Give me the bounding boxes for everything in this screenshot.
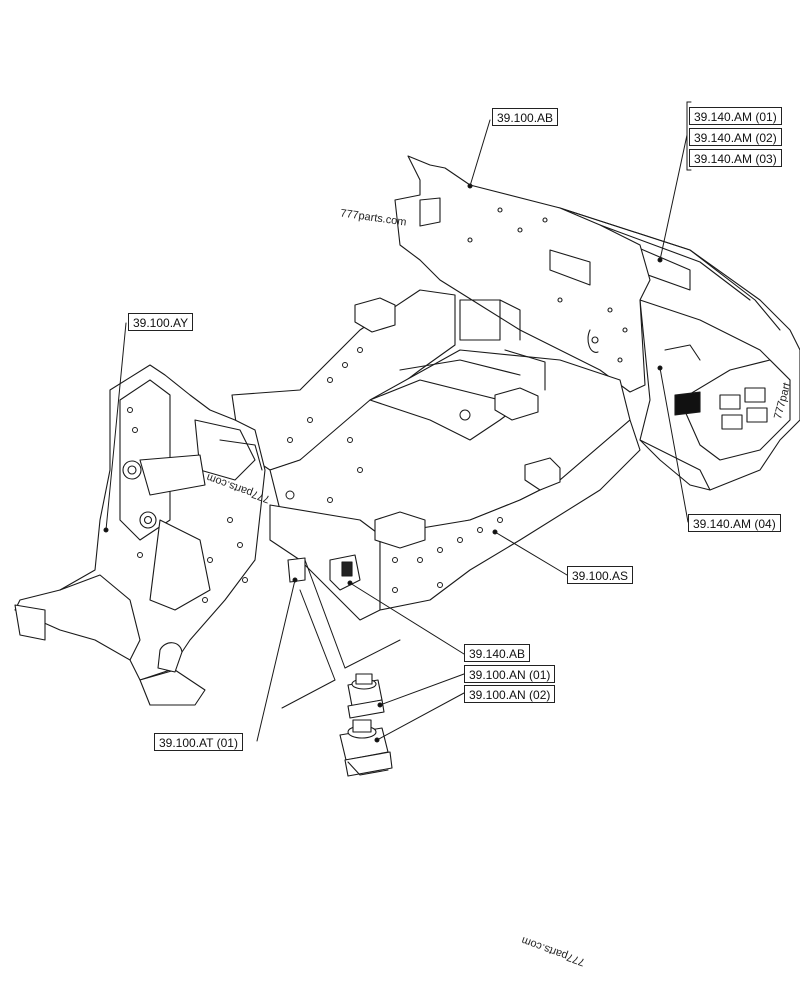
upper-bulkhead-plate <box>394 155 651 393</box>
callout-39-140-ab[interactable]: 39.140.AB <box>464 644 531 662</box>
callout-39-140-am-04[interactable]: 39.140.AM (04) <box>688 514 781 532</box>
callout-39-100-ab[interactable]: 39.100.AB <box>492 108 559 126</box>
callout-39-100-an-02[interactable]: 39.100.AN (02) <box>464 685 556 703</box>
rubber-mount-01 <box>347 673 385 719</box>
callout-39-100-as[interactable]: 39.100.AS <box>567 566 634 584</box>
callout-39-140-am-02[interactable]: 39.140.AM (02) <box>689 128 782 146</box>
callout-39-100-at-01[interactable]: 39.100.AT (01) <box>154 733 243 751</box>
callout-39-140-am-03[interactable]: 39.140.AM (03) <box>689 149 782 167</box>
callout-39-100-ay[interactable]: 39.100.AY <box>128 313 194 331</box>
callout-39-140-am-01[interactable]: 39.140.AM (01) <box>689 107 782 125</box>
front-upright-frame <box>14 364 266 706</box>
rubber-mount-02 <box>339 719 393 777</box>
main-chassis-frame <box>231 289 641 621</box>
callout-39-100-an-01[interactable]: 39.100.AN (01) <box>464 665 556 683</box>
leader-lines <box>103 101 692 743</box>
rear-frame-extension <box>469 189 800 491</box>
